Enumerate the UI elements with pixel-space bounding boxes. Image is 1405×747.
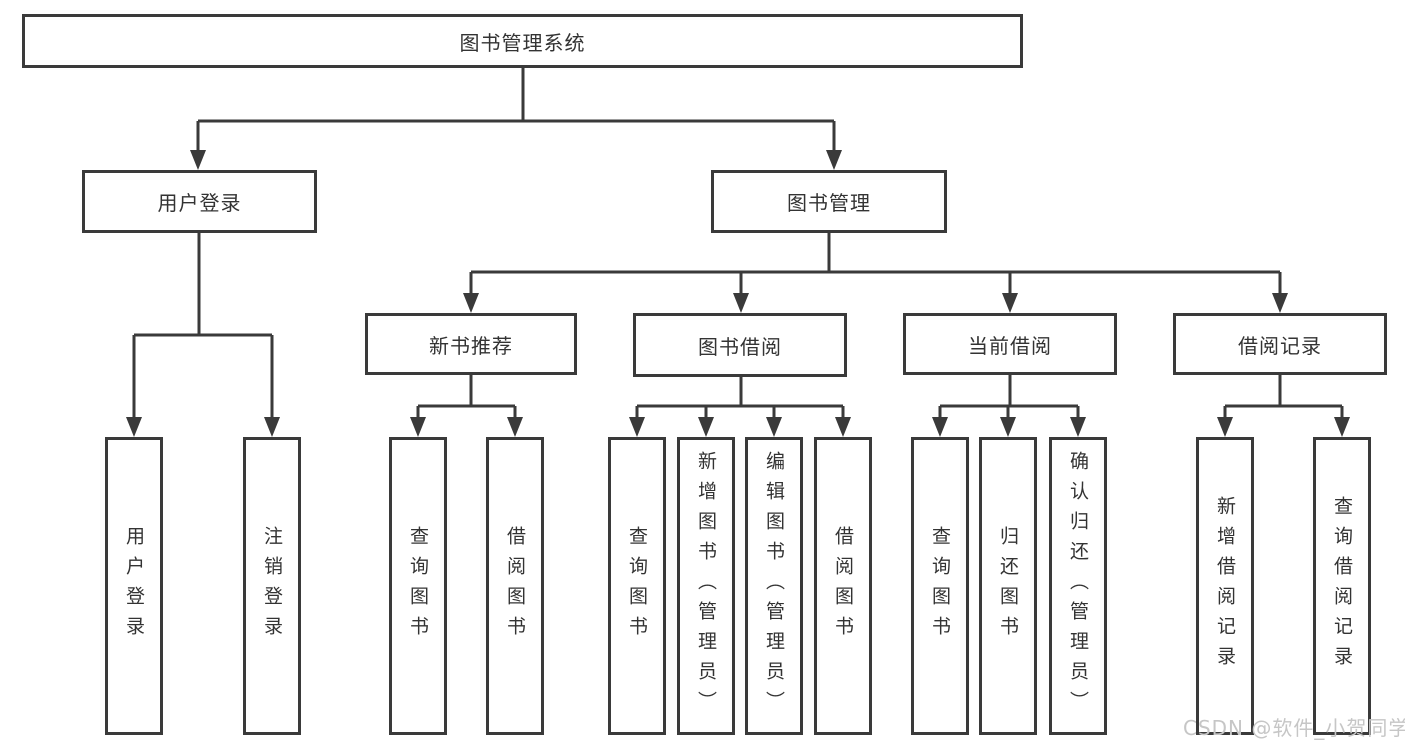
arrowhead-icon	[1217, 417, 1233, 437]
leaf-add-book-admin: 新增图书（管理员）	[677, 437, 735, 735]
node-current-borrow: 当前借阅	[903, 313, 1117, 375]
leaf-borrow-book: 借阅图书	[814, 437, 872, 735]
connector-user-login-fork	[132, 233, 274, 419]
leaf-query-books-borrow: 查询图书	[608, 437, 666, 735]
connector-root-fork	[196, 68, 836, 152]
arrowhead-icon	[463, 293, 479, 313]
arrowhead-icon	[733, 293, 749, 313]
node-book-management: 图书管理	[711, 170, 947, 233]
connector-current-borrow-fork	[938, 375, 1080, 419]
arrowhead-icon	[126, 417, 142, 437]
arrowhead-icon	[1070, 417, 1086, 437]
leaf-borrow-book-recommend: 借阅图书	[486, 437, 544, 735]
leaf-confirm-return-admin: 确认归还（管理员）	[1049, 437, 1107, 735]
leaf-query-books-recommend: 查询图书	[389, 437, 447, 735]
arrowhead-icon	[1334, 417, 1350, 437]
connector-borrow-records-fork	[1223, 375, 1344, 419]
arrowhead-icon	[826, 150, 842, 170]
leaf-return-book: 归还图书	[979, 437, 1037, 735]
leaf-query-books-current: 查询图书	[911, 437, 969, 735]
arrowhead-icon	[835, 417, 851, 437]
arrowhead-icon	[766, 417, 782, 437]
arrowhead-icon	[507, 417, 523, 437]
arrowhead-icon	[629, 417, 645, 437]
node-borrow-records: 借阅记录	[1173, 313, 1387, 375]
arrowhead-icon	[190, 150, 206, 170]
node-new-book-recommend: 新书推荐	[365, 313, 577, 375]
arrowhead-icons	[126, 150, 1350, 437]
leaf-query-borrow-record: 查询借阅记录	[1313, 437, 1371, 735]
arrowhead-icon	[1002, 293, 1018, 313]
leaf-add-borrow-record: 新增借阅记录	[1196, 437, 1254, 735]
node-library-management-system: 图书管理系统	[22, 14, 1023, 68]
csdn-watermark: CSDN @软件_小贺同学	[1183, 716, 1405, 740]
leaf-user-login: 用户登录	[105, 437, 163, 735]
connector-book-mgmt-fork	[469, 233, 1282, 295]
leaf-edit-book-admin: 编辑图书（管理员）	[745, 437, 803, 735]
node-book-borrow: 图书借阅	[633, 313, 847, 377]
leaf-logout: 注销登录	[243, 437, 301, 735]
arrowhead-icon	[264, 417, 280, 437]
arrowhead-icon	[1272, 293, 1288, 313]
arrowhead-icon	[1000, 417, 1016, 437]
connector-new-book-fork	[416, 375, 517, 419]
arrowhead-icon	[410, 417, 426, 437]
connector-book-borrow-fork	[635, 377, 845, 419]
arrowhead-icon	[932, 417, 948, 437]
arrowhead-icon	[698, 417, 714, 437]
node-user-login: 用户登录	[82, 170, 317, 233]
